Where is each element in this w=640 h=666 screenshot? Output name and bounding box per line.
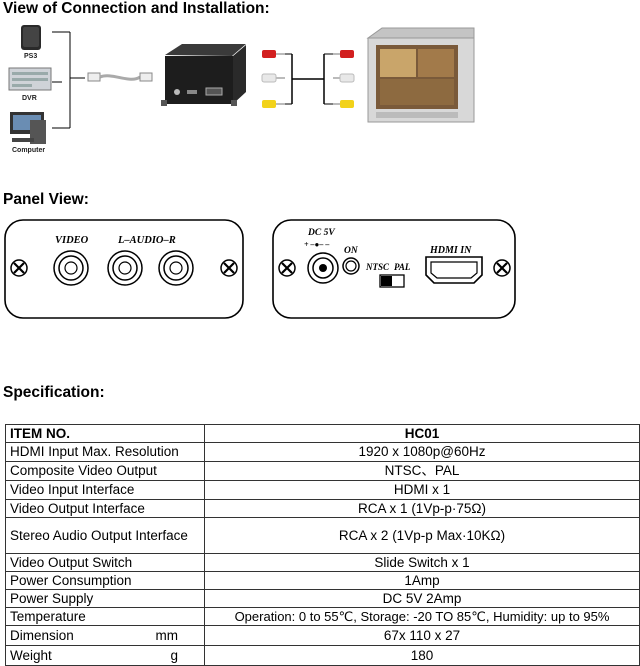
row-label-text: Video Output Interface bbox=[10, 500, 145, 516]
audio-port-label: L–AUDIO–R bbox=[117, 235, 176, 246]
video-port-label: VIDEO bbox=[55, 235, 89, 246]
pal-label: PAL bbox=[394, 262, 411, 272]
audio-right-rca-jack bbox=[158, 250, 194, 286]
panel-view-heading: Panel View: bbox=[3, 191, 89, 208]
converter-box-icon bbox=[161, 44, 246, 106]
computer-label: Computer bbox=[12, 147, 46, 154]
header-model: HC01 bbox=[204, 424, 640, 443]
right-screw-icon bbox=[493, 259, 511, 277]
hdmi-cable-icon bbox=[87, 72, 153, 82]
row-label: Video Input Interface bbox=[5, 480, 205, 500]
row-label: Composite Video Output bbox=[5, 461, 205, 481]
row-label-text: Composite Video Output bbox=[10, 463, 157, 478]
row-label-text: Dimension bbox=[10, 627, 74, 643]
source-bracket bbox=[52, 31, 85, 129]
rca-cables-icon bbox=[261, 50, 355, 108]
row-value: Operation: 0 to 55℃, Storage: -20 TO 85℃… bbox=[204, 607, 640, 626]
table-row: Stereo Audio Output Interface RCA x 2 (1… bbox=[5, 517, 640, 554]
row-value: 1920 x 1080p@60Hz bbox=[204, 442, 640, 462]
left-screw-icon bbox=[10, 259, 28, 277]
computer-icon bbox=[10, 112, 46, 144]
row-label: HDMI Input Max. Resolution bbox=[5, 442, 205, 462]
table-header-row: ITEM NO. HC01 bbox=[5, 424, 640, 443]
ntsc-pal-slide-switch bbox=[379, 274, 405, 288]
left-screw-icon bbox=[278, 259, 296, 277]
row-label-text: Temperature bbox=[10, 608, 86, 624]
audio-video-panel: VIDEO L–AUDIO–R bbox=[4, 219, 244, 319]
hdmi-in-label: HDMI IN bbox=[429, 245, 472, 256]
row-label-text: Power Consumption bbox=[10, 572, 132, 588]
ntsc-label: NTSC bbox=[365, 262, 390, 272]
row-label-text: Video Input Interface bbox=[10, 482, 135, 497]
table-row: Video Output Interface RCA x 1 (1Vp-p·75… bbox=[5, 499, 640, 518]
row-value: 180 bbox=[204, 645, 640, 666]
audio-left-rca-jack bbox=[107, 250, 143, 286]
specification-heading: Specification: bbox=[3, 384, 105, 401]
table-row: Video Input Interface HDMI x 1 bbox=[5, 480, 640, 500]
row-label: Power Supply bbox=[5, 589, 205, 608]
hdmi-input-panel: DC 5V + –●– – ON NTSC PAL HDMI IN bbox=[272, 219, 516, 319]
row-value: NTSC、PAL bbox=[204, 461, 640, 481]
row-label-text: Stereo Audio Output Interface bbox=[10, 527, 188, 543]
row-label: Video Output Switch bbox=[5, 553, 205, 572]
power-led-icon bbox=[342, 257, 360, 275]
row-label: mm Dimension bbox=[5, 625, 205, 646]
row-value: Slide Switch x 1 bbox=[204, 553, 640, 572]
hdmi-port-icon bbox=[425, 256, 483, 284]
row-label: Power Consumption bbox=[5, 571, 205, 590]
table-row: Power Consumption 1Amp bbox=[5, 571, 640, 590]
on-led-label: ON bbox=[344, 246, 359, 256]
row-unit: mm bbox=[155, 627, 179, 643]
row-label-text: HDMI Input Max. Resolution bbox=[10, 444, 179, 459]
polarity-label: + –●– – bbox=[304, 240, 329, 249]
row-label-text: Power Supply bbox=[10, 590, 94, 606]
table-row: Temperature Operation: 0 to 55℃, Storage… bbox=[5, 607, 640, 626]
row-label-text: Video Output Switch bbox=[10, 554, 133, 570]
table-row: Power Supply DC 5V 2Amp bbox=[5, 589, 640, 608]
row-unit: g bbox=[170, 647, 178, 663]
row-value: RCA x 2 (1Vp-p Max·10KΩ) bbox=[204, 517, 640, 554]
row-label-text: Weight bbox=[10, 647, 52, 663]
video-rca-jack bbox=[53, 250, 89, 286]
row-value: DC 5V 2Amp bbox=[204, 589, 640, 608]
dvr-icon bbox=[8, 67, 52, 91]
table-row: mm Dimension 67x 110 x 27 bbox=[5, 625, 640, 646]
crt-monitor-icon bbox=[366, 27, 475, 123]
ps3-label: PS3 bbox=[24, 53, 38, 60]
table-row: g Weight 180 bbox=[5, 645, 640, 666]
right-screw-icon bbox=[220, 259, 238, 277]
row-label: Temperature bbox=[5, 607, 205, 626]
dc-power-jack bbox=[307, 252, 339, 284]
row-label: g Weight bbox=[5, 645, 205, 666]
row-value: HDMI x 1 bbox=[204, 480, 640, 500]
row-value: RCA x 1 (1Vp-p·75Ω) bbox=[204, 499, 640, 518]
connection-diagram bbox=[8, 25, 475, 144]
table-row: HDMI Input Max. Resolution 1920 x 1080p@… bbox=[5, 442, 640, 462]
row-value: 67x 110 x 27 bbox=[204, 625, 640, 646]
dc-5v-label: DC 5V bbox=[307, 228, 335, 238]
table-row: Video Output Switch Slide Switch x 1 bbox=[5, 553, 640, 572]
connection-heading: View of Connection and Installation: bbox=[3, 0, 270, 17]
dvr-label: DVR bbox=[22, 95, 37, 102]
header-item-no: ITEM NO. bbox=[5, 424, 205, 443]
row-label: Stereo Audio Output Interface bbox=[5, 517, 205, 554]
specification-table: ITEM NO. HC01 HDMI Input Max. Resolution… bbox=[5, 424, 640, 666]
table-row: Composite Video Output NTSC、PAL bbox=[5, 461, 640, 481]
row-label: Video Output Interface bbox=[5, 499, 205, 518]
row-value: 1Amp bbox=[204, 571, 640, 590]
ps3-console-icon bbox=[21, 25, 41, 50]
